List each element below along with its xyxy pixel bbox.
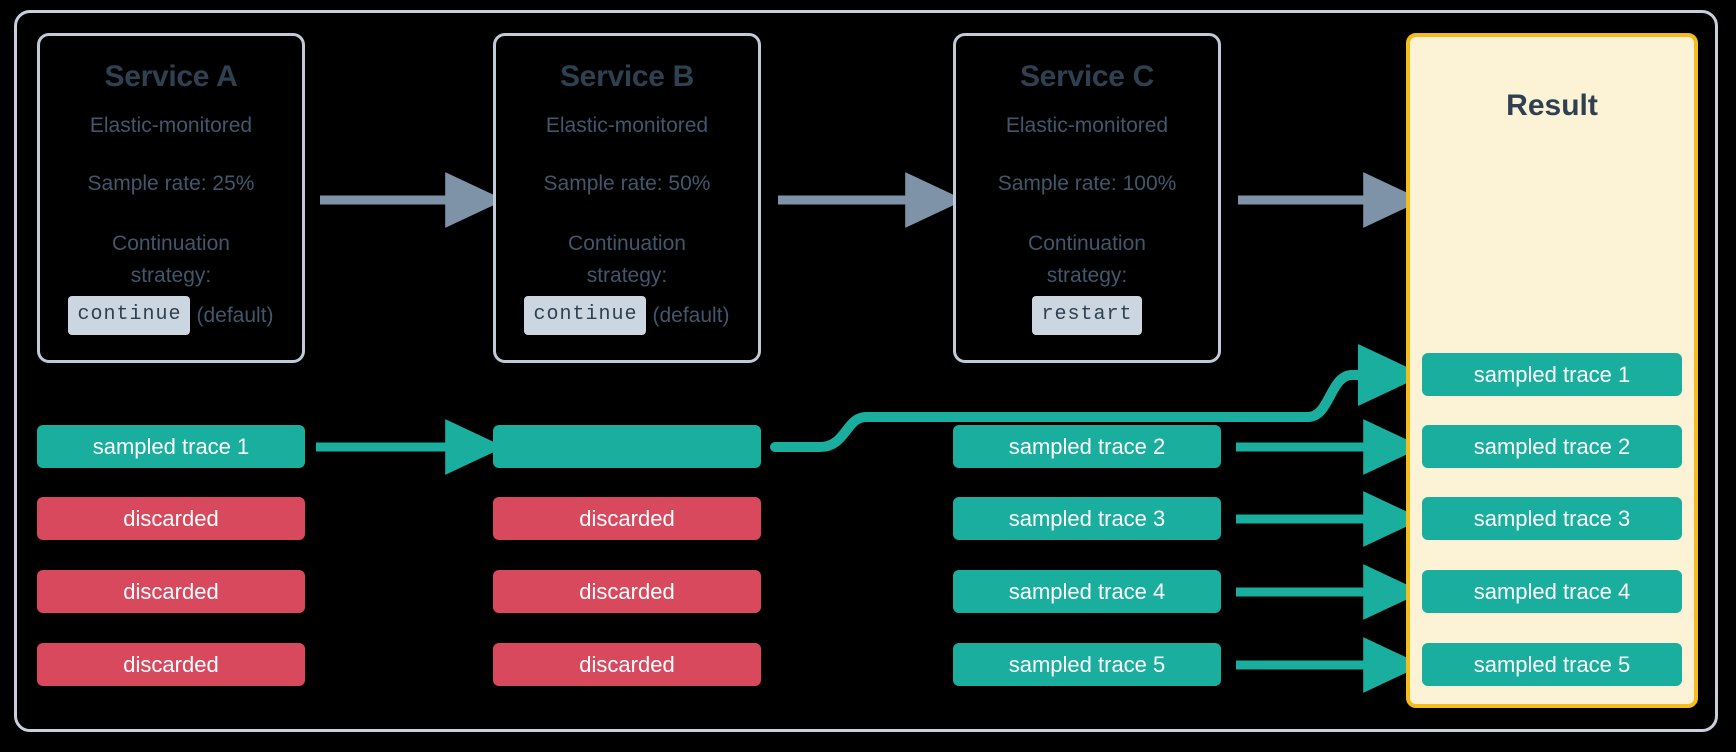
trace-chip-c-1[interactable]: sampled trace 2 [953, 425, 1221, 468]
service-b-sample-rate: Sample rate: 50% [543, 172, 711, 195]
result-trace-chip-3[interactable]: sampled trace 3 [1422, 497, 1682, 540]
service-c-strategy-label-line2: strategy: [1046, 264, 1128, 287]
trace-chip-a-1[interactable]: sampled trace 1 [37, 425, 305, 468]
service-c-strategy-value: restart [1032, 296, 1142, 335]
result-trace-chip-5[interactable]: sampled trace 5 [1422, 643, 1682, 686]
service-a-subtitle: Elastic-monitored [89, 114, 253, 137]
service-a-strategy-label-line2: strategy: [130, 264, 212, 287]
result-trace-chip-4[interactable]: sampled trace 4 [1422, 570, 1682, 613]
trace-chip-b-3[interactable]: discarded [493, 570, 761, 613]
service-b-strategy-note: (default) [652, 303, 730, 327]
service-b-title: Service B [559, 60, 695, 93]
service-c-strategy-row: restart [956, 296, 1218, 335]
service-card-c[interactable]: Service C Elastic-monitored Sample rate:… [953, 33, 1221, 363]
trace-chip-a-4[interactable]: discarded [37, 643, 305, 686]
trace-chip-b-4[interactable]: discarded [493, 643, 761, 686]
result-trace-chip-1[interactable]: sampled trace 1 [1422, 353, 1682, 396]
service-b-strategy-value: continue [524, 296, 647, 335]
trace-chip-c-4[interactable]: sampled trace 5 [953, 643, 1221, 686]
trace-chip-a-3[interactable]: discarded [37, 570, 305, 613]
trace-chip-a-2[interactable]: discarded [37, 497, 305, 540]
service-a-strategy-label-line1: Continuation [112, 232, 230, 255]
service-c-title: Service C [1019, 60, 1155, 93]
service-b-strategy-row: continue(default) [496, 296, 758, 335]
service-a-sample-rate: Sample rate: 25% [87, 172, 255, 195]
service-card-b[interactable]: Service B Elastic-monitored Sample rate:… [493, 33, 761, 363]
service-a-strategy-row: continue(default) [40, 296, 302, 335]
service-card-a[interactable]: Service A Elastic-monitored Sample rate:… [37, 33, 305, 363]
trace-chip-b-2[interactable]: discarded [493, 497, 761, 540]
service-c-subtitle: Elastic-monitored [1005, 114, 1169, 137]
result-panel-title: Result [1506, 89, 1598, 122]
service-b-strategy-label-line1: Continuation [568, 232, 686, 255]
service-a-strategy-note: (default) [196, 303, 274, 327]
trace-chip-c-3[interactable]: sampled trace 4 [953, 570, 1221, 613]
trace-chip-c-2[interactable]: sampled trace 3 [953, 497, 1221, 540]
result-trace-chip-2[interactable]: sampled trace 2 [1422, 425, 1682, 468]
service-b-subtitle: Elastic-monitored [545, 114, 709, 137]
service-a-title: Service A [104, 60, 238, 93]
service-c-sample-rate: Sample rate: 100% [997, 172, 1177, 195]
service-a-strategy-value: continue [68, 296, 191, 335]
service-c-strategy-label-line1: Continuation [1028, 232, 1146, 255]
trace-chip-b-1[interactable] [493, 425, 761, 468]
service-b-strategy-label-line2: strategy: [586, 264, 668, 287]
